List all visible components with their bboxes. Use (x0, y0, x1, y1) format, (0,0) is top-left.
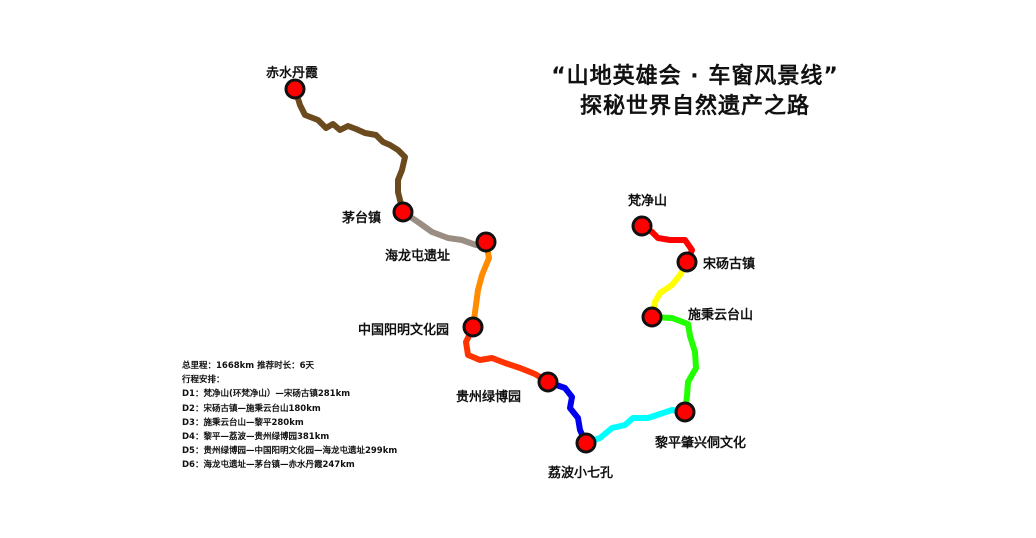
station-marker-libo (575, 432, 597, 454)
route-segment-liping-shibing (649, 314, 699, 415)
station-marker-songdang (676, 251, 698, 273)
itinerary-day: D6：海龙屯遗址—茅台镇—赤水丹霞247km (182, 460, 355, 471)
itinerary-day: D5：贵州绿博园—中国阳明文化园—海龙屯遗址299km (182, 446, 398, 457)
station-label-liping: 黎平肇兴侗文化 (655, 436, 747, 451)
route-segment-songdang-fanjing (639, 223, 695, 265)
itinerary-day: D3：施秉云台山—黎平280km (182, 417, 304, 428)
route-segment-yangming-lvbo (463, 324, 551, 385)
station-label-maotai: 茅台镇 (342, 211, 382, 226)
itinerary-day: D1：梵净山(环梵净山）—宋砀古镇281km (182, 389, 351, 400)
route-segment-chishui-maotai (292, 86, 408, 215)
route-segment-lvbo-libo (545, 379, 589, 446)
route-segment-maotai-hailongtun (400, 209, 489, 248)
itinerary-day: D2：宋砀古镇—施秉云台山180km (182, 403, 321, 414)
station-label-yangming: 中国阳明文化园 (358, 323, 450, 338)
map-title-line1: “山地英雄会 · 车窗风景线” (551, 64, 839, 89)
map-title-line2: 探秘世界自然遗产之路 (579, 94, 810, 119)
station-marker-yangming (462, 316, 484, 338)
station-label-lvbo: 贵州绿博园 (456, 390, 522, 405)
station-marker-lvbo (537, 371, 559, 393)
station-marker-hailongtun (475, 231, 497, 253)
itinerary-heading: 行程安排： (182, 375, 225, 386)
station-label-chishui: 赤水丹霞 (266, 66, 319, 81)
station-marker-chishui (284, 78, 306, 100)
station-label-fanjing: 梵净山 (628, 194, 668, 209)
station-marker-liping (674, 401, 696, 423)
route-segment-hailongtun-yangming (470, 239, 492, 330)
station-marker-shibing (641, 306, 663, 328)
route-segment-libo-liping (583, 407, 688, 446)
itinerary-summary: 总里程：1668km 推荐时长：6天 (182, 361, 315, 371)
station-marker-maotai (392, 201, 414, 223)
station-label-songdang: 宋砀古镇 (703, 257, 756, 272)
station-label-libo: 荔波小七孔 (548, 466, 614, 481)
itinerary-info: 总里程：1668km 推荐时长：6天 行程安排： D1：梵净山(环梵净山）—宋砀… (182, 359, 397, 473)
itinerary-day: D4：黎平—荔波—贵州绿博园381km (182, 432, 330, 443)
station-label-shibing: 施秉云台山 (688, 308, 754, 323)
station-label-hailongtun: 海龙屯遗址 (385, 249, 451, 264)
station-marker-fanjing (631, 215, 653, 237)
route-segment-shibing-songdang (649, 259, 690, 320)
